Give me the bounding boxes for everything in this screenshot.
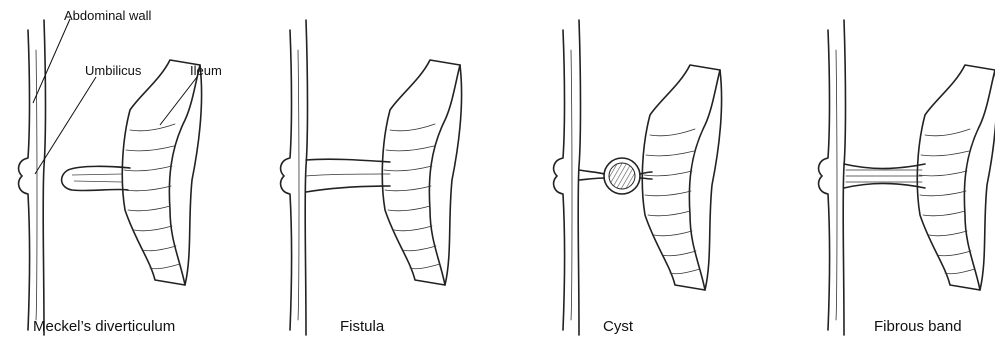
caption-cyst: Cyst [603, 318, 633, 335]
panel-fistula [281, 20, 462, 335]
panel-fibrous-band [819, 20, 995, 335]
umbilicus-leader-line [35, 77, 96, 174]
abdominal-wall-label: Abdominal wall [64, 8, 151, 23]
panel-cyst [554, 20, 722, 335]
ileum-label: Ileum [190, 63, 222, 78]
caption-meckels-diverticulum: Meckel’s diverticulum [33, 318, 175, 335]
caption-fibrous-band: Fibrous band [874, 318, 962, 335]
umbilicus-label: Umbilicus [85, 63, 141, 78]
caption-fistula: Fistula [340, 318, 384, 335]
abdominal-wall-leader-line [33, 19, 70, 103]
